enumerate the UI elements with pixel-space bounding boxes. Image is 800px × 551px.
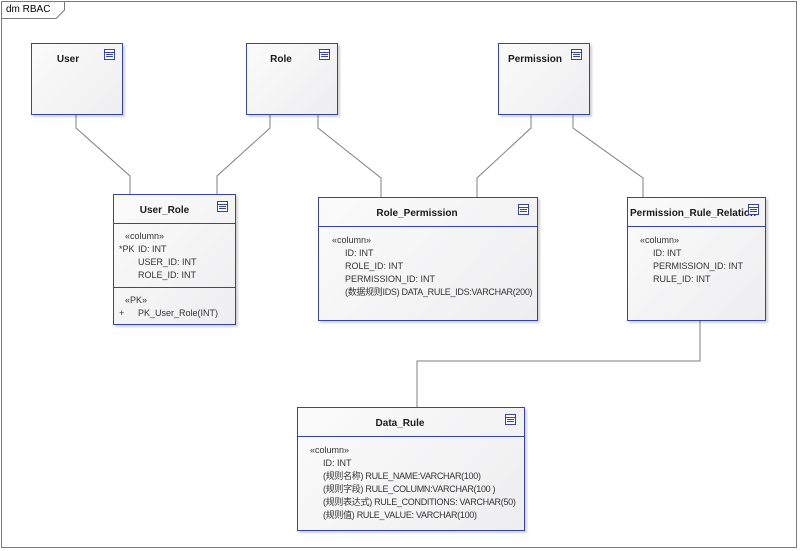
connector-permission-role-permission bbox=[476, 115, 532, 197]
column-stereotype: «column» bbox=[310, 445, 350, 455]
divider bbox=[114, 223, 235, 224]
divider bbox=[319, 226, 537, 227]
column-row: PERMISSION_ID: INT bbox=[653, 261, 744, 271]
column-row: ROLE_ID: INT bbox=[138, 269, 197, 282]
entity-name: User bbox=[56, 54, 80, 65]
column-stereotype: «column» bbox=[332, 235, 372, 245]
entity-data-rule[interactable]: Data_Rule «column» ID: INT (规则名称) RULE_N… bbox=[297, 407, 525, 531]
entity-name: Role bbox=[270, 54, 292, 65]
entity-role[interactable]: Role bbox=[246, 43, 338, 115]
column-row: ID: INT bbox=[345, 248, 374, 258]
column-row: PERMISSION_ID: INT bbox=[345, 274, 436, 284]
column-row: (规则值) RULE_VALUE: VARCHAR(100) bbox=[323, 510, 477, 520]
divider bbox=[628, 226, 765, 227]
divider bbox=[114, 287, 235, 288]
column-row: USER_ID: INT bbox=[138, 256, 197, 269]
entity-role-permission[interactable]: Role_Permission «column» ID: INT ROLE_ID… bbox=[318, 197, 538, 321]
column-stereotype: «column» bbox=[125, 231, 165, 241]
class-icon bbox=[748, 204, 759, 215]
column-text: ROLE_ID: INT bbox=[138, 270, 197, 280]
column-text: USER_ID: INT bbox=[138, 257, 197, 267]
connector-role-user-role bbox=[216, 115, 271, 194]
class-icon bbox=[571, 49, 582, 60]
entity-name: Permission bbox=[508, 54, 562, 65]
column-row: ID: INT bbox=[323, 458, 352, 468]
operation-prefix: + bbox=[119, 308, 125, 318]
column-row: *PK ID: INT bbox=[119, 243, 197, 256]
column-row: (规则表达式) RULE_CONDITIONS: VARCHAR(50) bbox=[323, 497, 516, 507]
connector-user-user-role bbox=[75, 115, 131, 194]
column-row: (规则名称) RULE_NAME:VARCHAR(100) bbox=[323, 471, 481, 481]
connector-permission-rule-relation-data-rule bbox=[416, 321, 701, 407]
class-icon bbox=[505, 414, 516, 425]
column-list: «column» ID: INT (规则名称) RULE_NAME:VARCHA… bbox=[310, 444, 516, 522]
entity-name: Data_Rule bbox=[375, 418, 425, 429]
entity-user-role[interactable]: User_Role «column» *PK ID: INT USER_ID: … bbox=[113, 194, 236, 325]
class-icon bbox=[319, 49, 330, 60]
column-list: «column» ID: INT ROLE_ID: INT PERMISSION… bbox=[332, 234, 533, 299]
column-text: ID: INT bbox=[138, 244, 167, 254]
column-row: (规则字段) RULE_COLUMN:VARCHAR(100 ) bbox=[323, 484, 496, 494]
column-list: «column» ID: INT PERMISSION_ID: INT RULE… bbox=[640, 234, 744, 286]
entity-permission-rule-relation[interactable]: Permission_Rule_Relation «column» ID: IN… bbox=[627, 197, 766, 321]
entity-name: Permission_Rule_Relation bbox=[630, 208, 757, 219]
column-row: (数据规则IDS) DATA_RULE_IDS:VARCHAR(200) bbox=[345, 287, 533, 297]
frame-label: dm RBAC bbox=[6, 4, 51, 15]
entity-permission[interactable]: Permission bbox=[498, 43, 590, 115]
class-icon bbox=[104, 49, 115, 60]
class-icon bbox=[217, 201, 228, 212]
divider bbox=[298, 436, 524, 437]
connector-role-role-permission bbox=[317, 115, 382, 197]
column-row: ROLE_ID: INT bbox=[345, 261, 404, 271]
connector-permission-permission-rule-relation bbox=[572, 115, 644, 197]
operation-row: + PK_User_Role(INT) bbox=[119, 307, 219, 320]
column-prefix: *PK bbox=[119, 244, 135, 254]
frame-tab bbox=[1, 1, 65, 19]
entity-name: Role_Permission bbox=[376, 208, 458, 219]
column-stereotype: «column» bbox=[640, 235, 680, 245]
class-icon bbox=[518, 204, 529, 215]
entity-user[interactable]: User bbox=[31, 43, 123, 115]
column-row: ID: INT bbox=[653, 248, 682, 258]
column-list: «column» *PK ID: INT USER_ID: INT ROLE_I… bbox=[119, 230, 197, 282]
operation-list: «PK» + PK_User_Role(INT) bbox=[119, 294, 219, 320]
operation-text: PK_User_Role(INT) bbox=[138, 308, 219, 318]
entity-name: User_Role bbox=[139, 205, 190, 216]
pk-stereotype: «PK» bbox=[125, 295, 148, 305]
column-row: RULE_ID: INT bbox=[653, 274, 711, 284]
